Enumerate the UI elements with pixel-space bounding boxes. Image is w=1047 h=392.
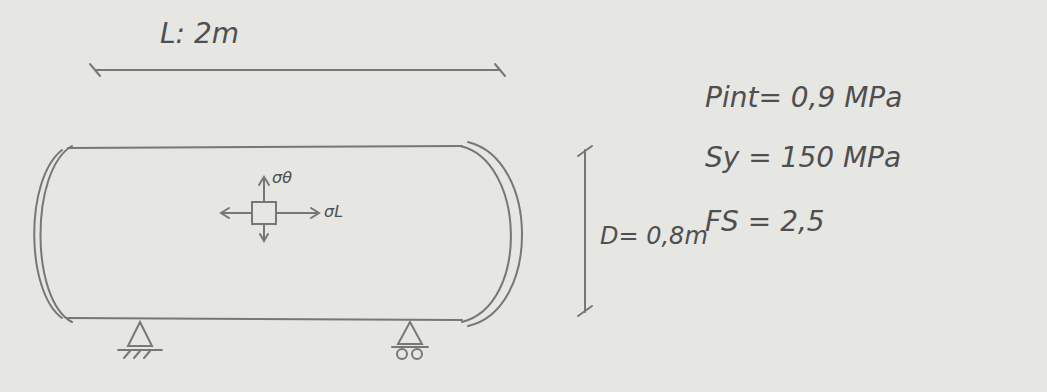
vessel-top-line <box>68 146 462 148</box>
arrow-head <box>259 177 269 185</box>
length-dimension-line <box>95 69 500 71</box>
dimension-tick <box>578 146 592 156</box>
pin-support <box>128 322 152 346</box>
long-stress-arrow <box>222 212 252 214</box>
dimension-tick <box>578 306 592 316</box>
hatch <box>124 351 130 358</box>
stress-element <box>252 202 276 224</box>
vessel-bottom-line <box>68 318 462 320</box>
right-head-outer <box>468 142 522 326</box>
length-label: L: 2m <box>160 20 239 48</box>
roller <box>397 349 407 359</box>
support-base <box>392 346 428 348</box>
arrow-head <box>221 208 229 218</box>
hoop-stress-arrow <box>263 178 265 202</box>
roller <box>412 349 422 359</box>
hoop-stress-arrow <box>263 224 265 240</box>
yield-strength-value: Sy = 150 MPa <box>705 144 901 172</box>
diameter-label: D= 0,8m <box>600 224 708 248</box>
diameter-dimension-line <box>584 150 586 312</box>
stress-symbol: σL <box>324 204 343 220</box>
roller-support <box>398 322 422 344</box>
right-head <box>460 146 511 322</box>
hatch <box>134 351 140 358</box>
safety-factor-value: FS = 2,5 <box>705 208 825 236</box>
arrow-head <box>260 234 268 241</box>
long-stress-arrow <box>276 212 318 214</box>
arrow-head <box>311 208 319 218</box>
left-head-inner <box>34 150 62 318</box>
hatch <box>144 351 150 358</box>
dimension-tick <box>90 64 100 76</box>
dimension-tick <box>495 64 505 76</box>
stress-symbol: σθ <box>272 170 292 186</box>
pressure-value: Pint= 0,9 MPa <box>705 84 902 112</box>
